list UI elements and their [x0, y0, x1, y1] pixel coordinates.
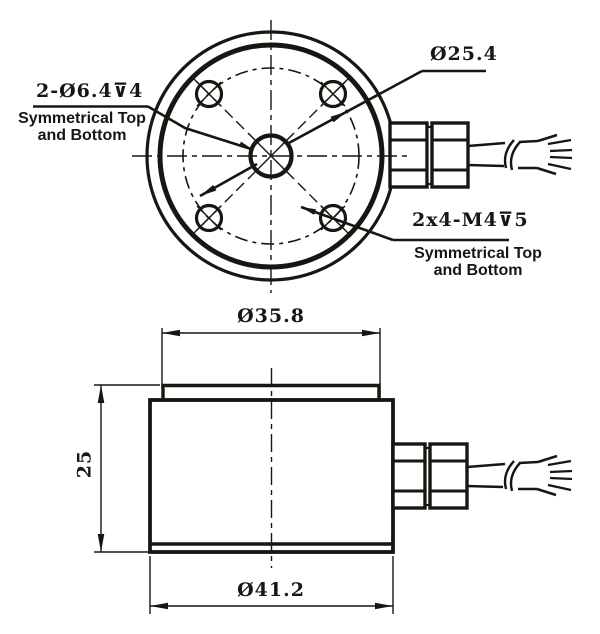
wire-strands — [547, 138, 573, 171]
wire-strands — [547, 459, 573, 492]
bolt-hole — [194, 203, 224, 233]
bolt-circle-diameter-label: Ø25.4 — [430, 43, 498, 65]
crosshair-centerlines — [132, 20, 410, 293]
height-label: 25 — [73, 449, 96, 479]
counterbore-callout-label: 2-Ø6.4⊽4 — [36, 80, 144, 102]
counterbore-note: Symmetrical Top and Bottom — [18, 110, 146, 144]
bolt-holes — [194, 79, 348, 233]
counterbore-note-line2: and Bottom — [37, 127, 127, 144]
dimension-height — [94, 384, 160, 553]
bolt-hole — [194, 79, 224, 109]
top-view — [33, 20, 573, 293]
dimension-top-diameter — [161, 328, 381, 397]
counterbore-note-line1: Symmetrical Top — [18, 110, 146, 127]
outer-diameter-label: Ø41.2 — [237, 579, 305, 601]
thread-leader — [300, 205, 509, 242]
dimension-outer-diameter — [149, 556, 394, 614]
counterbore-leader — [33, 105, 252, 151]
thread-note: Symmetrical Top and Bottom — [414, 245, 542, 279]
cable-gland-top-view — [388, 121, 573, 189]
side-view — [94, 328, 573, 614]
bolt-hole — [318, 79, 348, 109]
thread-note-line1: Symmetrical Top — [414, 245, 542, 262]
bolt-circle-dimension — [199, 69, 486, 198]
cable-break-symbol — [503, 139, 515, 169]
thread-note-line2: and Bottom — [433, 262, 523, 279]
cap-diameter-label: Ø35.8 — [237, 305, 305, 327]
cable-gland-side-view — [391, 442, 573, 510]
thread-callout-label: 2x4-M4⊽5 — [412, 209, 529, 231]
cable-break-symbol — [503, 460, 515, 490]
